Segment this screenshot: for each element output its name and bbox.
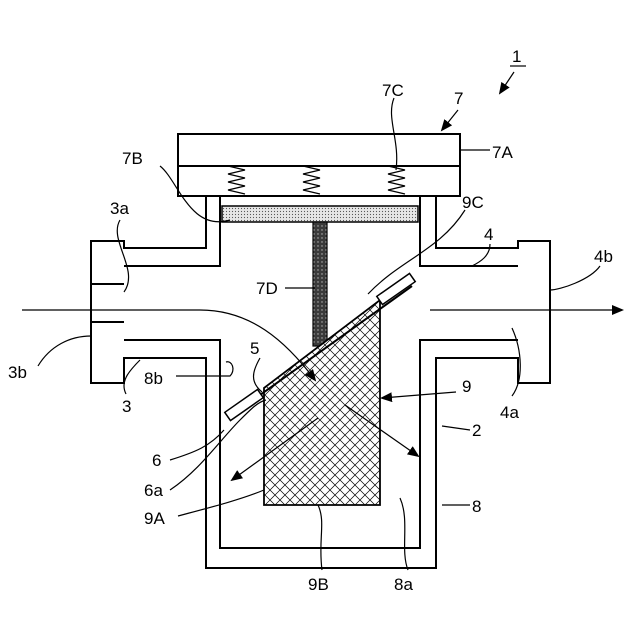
rod-7d <box>313 222 327 346</box>
label-3a: 3a <box>110 199 129 218</box>
label-9a: 9A <box>144 509 165 528</box>
label-2: 2 <box>472 421 481 440</box>
pressure-plate-7b <box>222 206 418 222</box>
leader-5 <box>254 358 263 392</box>
spring-7c-left <box>228 166 245 194</box>
label-7c: 7C <box>382 81 404 100</box>
label-9: 9 <box>462 377 471 396</box>
leader-6a <box>170 400 266 490</box>
label-7a: 7A <box>492 143 513 162</box>
label-7d: 7D <box>256 279 278 298</box>
label-6: 6 <box>152 451 161 470</box>
leader-8b <box>176 362 233 376</box>
flow-inlet-arrow <box>22 310 315 380</box>
leader-6 <box>170 430 224 460</box>
cap-plate-7a <box>178 134 460 166</box>
label-3: 3 <box>122 397 131 416</box>
leader-3 <box>124 360 140 394</box>
leader-4b <box>550 266 600 290</box>
figure-number-label: 1 <box>512 47 521 66</box>
label-4: 4 <box>484 225 493 244</box>
label-9b: 9B <box>308 575 329 594</box>
label-7: 7 <box>454 89 463 108</box>
label-3b: 3b <box>8 363 27 382</box>
leader-9b <box>318 505 322 570</box>
leader-2 <box>442 426 470 430</box>
leader-3a <box>117 220 128 292</box>
spring-7c-middle <box>303 166 320 194</box>
label-9c: 9C <box>462 193 484 212</box>
leader-3b <box>38 336 91 366</box>
label-4b: 4b <box>594 247 613 266</box>
label-8a: 8a <box>394 575 413 594</box>
label-5: 5 <box>250 339 259 358</box>
pointer-1-arrow <box>500 72 514 93</box>
label-4a: 4a <box>500 403 519 422</box>
label-7b: 7B <box>122 149 143 168</box>
label-6a: 6a <box>144 481 163 500</box>
spring-7c-right <box>388 166 405 194</box>
pointer-7-arrow <box>442 110 458 130</box>
label-8b: 8b <box>144 369 163 388</box>
leader-8a <box>400 498 408 570</box>
leader-4a <box>512 328 520 396</box>
label-8: 8 <box>472 497 481 516</box>
